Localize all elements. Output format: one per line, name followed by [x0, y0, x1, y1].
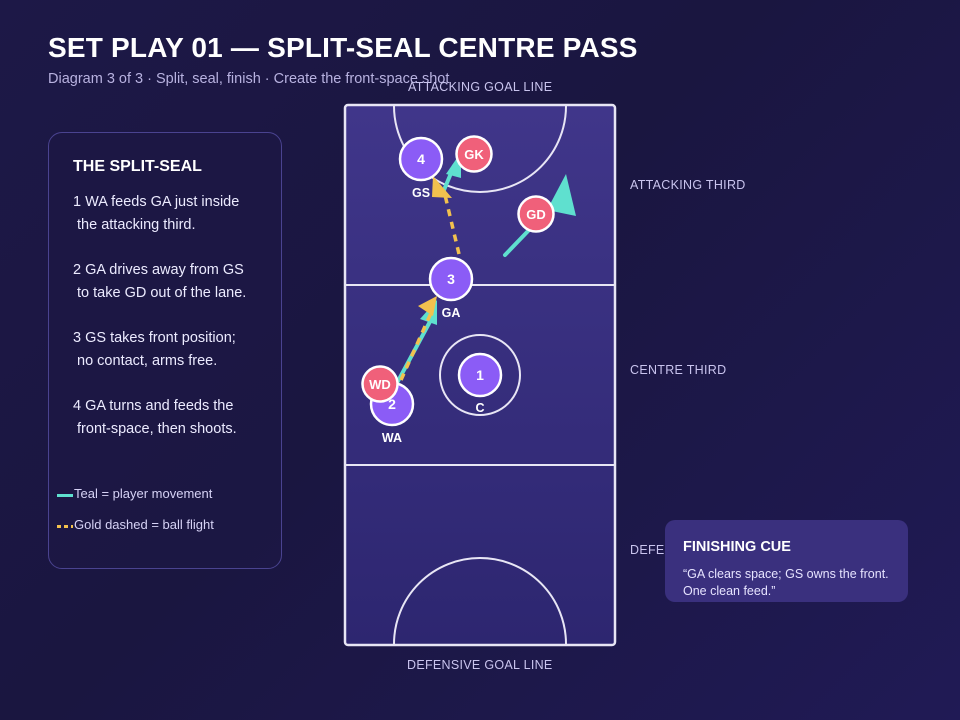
explanation-panel: THE SPLIT-SEAL 1 WA feeds GA just inside…	[48, 132, 282, 569]
movement-path-wa	[395, 314, 435, 385]
centre-circle	[439, 334, 521, 416]
defender-wd: WD	[361, 365, 399, 403]
legend-movement-label: Teal = player movement	[74, 486, 213, 501]
cue-title: FINISHING CUE	[683, 539, 791, 555]
cue-text: “GA clears space; GS owns the front. One…	[683, 567, 889, 598]
step-4: 4 GA turns and feeds the front-space, th…	[73, 398, 237, 437]
player-wa-number: 2	[388, 396, 396, 412]
page-title: SET PLAY 01 — SPLIT-SEAL CENTRE PASS	[48, 32, 638, 63]
ball-flight-ga-to-gs	[443, 194, 461, 255]
player-gs-number: 4	[417, 151, 425, 167]
defender-gk: GK	[455, 135, 493, 173]
player-gs: 4 GS	[398, 136, 444, 200]
player-wa-label: WA	[382, 431, 402, 445]
step-3: 3 GS takes front position; no contact, a…	[73, 330, 236, 369]
player-ga-label: GA	[442, 306, 461, 320]
player-ga-number: 3	[447, 271, 455, 287]
centre-third-label: CENTRE THIRD	[630, 363, 727, 377]
attacking-goal-circle	[393, 105, 567, 193]
player-c-label: C	[475, 401, 484, 415]
page-subtitle: Diagram 3 of 3 · Split, seal, finish · C…	[48, 71, 450, 87]
defensive-goal-circle	[393, 557, 567, 645]
defender-gk-label: GK	[464, 147, 484, 162]
legend-ball-label: Gold dashed = ball flight	[74, 517, 214, 532]
player-c: 1 C	[457, 352, 503, 415]
ball-arrowhead-ga	[418, 296, 437, 316]
attacking-third-label: ATTACKING THIRD	[630, 178, 746, 192]
legend-movement-swatch	[57, 494, 73, 497]
panel-title: THE SPLIT-SEAL	[73, 158, 202, 175]
movement-arrowhead-gd	[547, 174, 576, 216]
finishing-cue-card: FINISHING CUE “GA clears space; GS owns …	[665, 520, 908, 602]
player-c-number: 1	[476, 367, 484, 383]
attacking-goal-line-label: ATTACKING GOAL LINE	[408, 80, 553, 94]
defender-gd: GD	[517, 195, 555, 233]
defender-gd-label: GD	[526, 207, 546, 222]
player-gs-label: GS	[412, 186, 430, 200]
defender-wd-label: WD	[369, 377, 391, 392]
step-1: 1 WA feeds GA just inside the attacking …	[73, 194, 240, 233]
ball-arrowhead-gs	[432, 176, 452, 198]
legend-ball-swatch	[57, 525, 73, 528]
defensive-goal-line-label: DEFENSIVE GOAL LINE	[407, 658, 553, 672]
player-ga: 3 GA	[428, 256, 474, 320]
step-2: 2 GA drives away from GS to take GD out …	[73, 262, 247, 301]
